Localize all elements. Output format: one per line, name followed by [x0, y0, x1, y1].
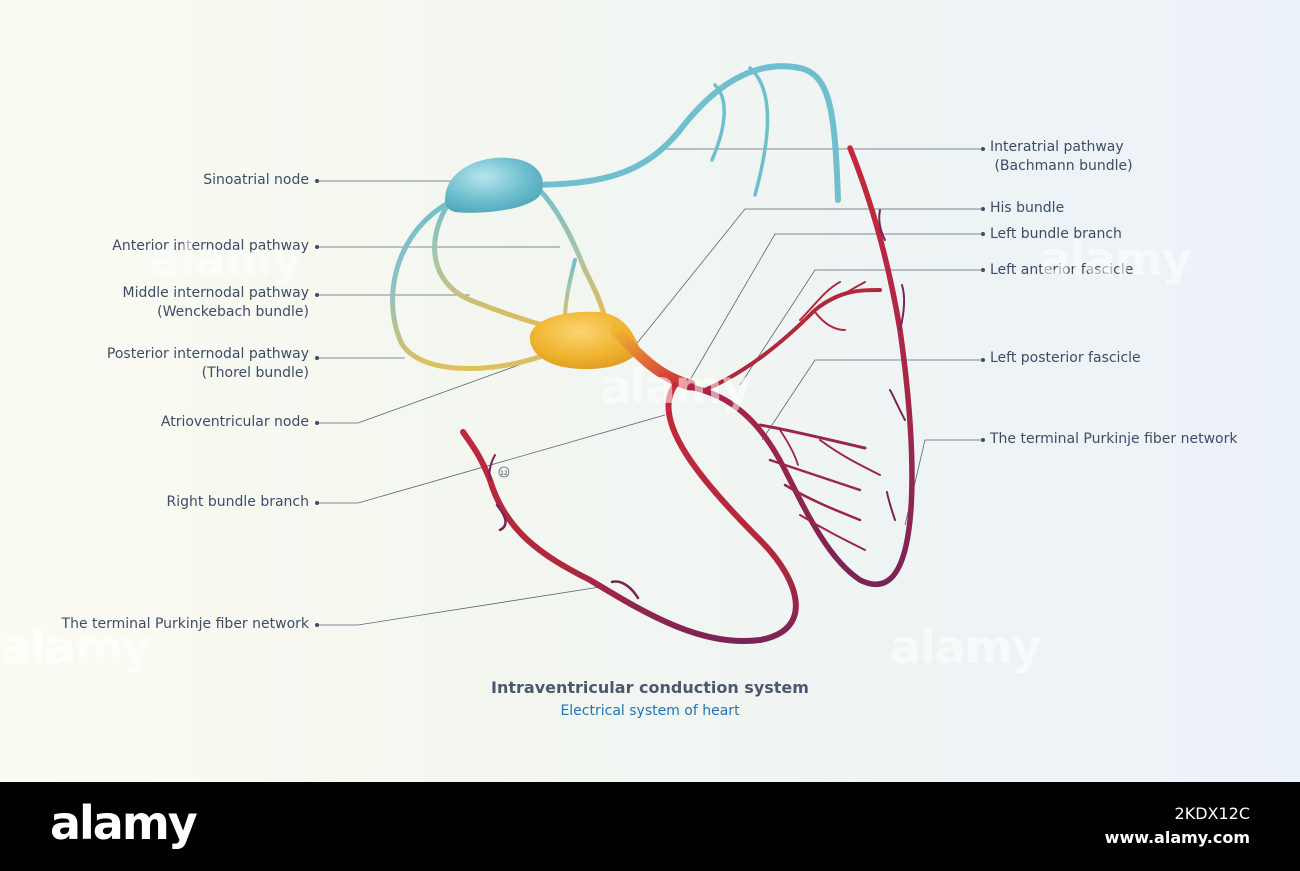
watermark-1: alamy	[150, 232, 302, 286]
bachmann-bundle	[517, 63, 841, 203]
right-leader-dots	[981, 147, 985, 442]
label-left-anterior-fascicle: Left anterior fascicle	[990, 262, 1134, 278]
his-bundle-shape	[609, 324, 696, 391]
footer-bar: alamy 2KDX12C www.alamy.com	[0, 782, 1300, 871]
label-middle-internodal: Middle internodal pathway (Wenckebach bu…	[122, 285, 309, 320]
marker-circle	[498, 466, 510, 478]
alamy-logo[interactable]: alamy	[50, 796, 198, 850]
label-interatrial-pathway: Interatrial pathway (Bachmann bundle)	[990, 139, 1133, 174]
label-his-bundle: His bundle	[990, 200, 1065, 216]
watermark-3: alamy	[1040, 232, 1192, 286]
diagram-subtitle: Electrical system of heart	[560, 703, 740, 719]
diagram-title: Intraventricular conduction system	[491, 678, 809, 697]
image-code: 2KDX12C	[1174, 804, 1250, 823]
internodal-pathways	[390, 182, 608, 372]
label-av-node: Atrioventricular node	[160, 414, 309, 430]
left-bundle	[687, 145, 915, 588]
diagram-canvas: 12 Sinoatrial node Anterior internodal p…	[0, 0, 1300, 782]
watermark-5: alamy	[890, 620, 1042, 674]
label-sinoatrial-node: Sinoatrial node	[203, 172, 309, 188]
label-posterior-internodal: Posterior internodal pathway (Thorel bun…	[106, 346, 309, 381]
label-left-posterior-fascicle: Left posterior fascicle	[990, 350, 1141, 366]
label-left-bundle-branch: Left bundle branch	[990, 226, 1122, 242]
label-anterior-internodal: Anterior internodal pathway	[112, 238, 309, 254]
label-right-bundle-branch: Right bundle branch	[166, 494, 309, 510]
site-url[interactable]: www.alamy.com	[1104, 828, 1250, 847]
left-leader-lines	[318, 180, 666, 626]
label-purkinje-right: The terminal Purkinje fiber network	[990, 431, 1238, 447]
heart-conduction-diagram: 12	[315, 63, 985, 645]
label-purkinje-left: The terminal Purkinje fiber network	[61, 616, 309, 632]
right-leader-lines	[629, 148, 982, 526]
watermark-2: alamy	[600, 360, 752, 414]
watermark-4: alamy	[0, 620, 152, 674]
right-bundle	[460, 382, 799, 645]
sinoatrial-node-shape	[445, 157, 543, 213]
left-leader-dots	[315, 179, 319, 627]
marker-number: 12	[500, 470, 508, 477]
